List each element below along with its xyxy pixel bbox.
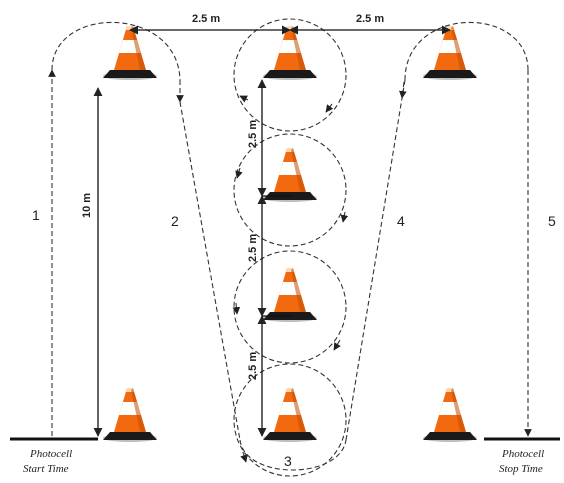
traffic-cone-icon	[423, 26, 477, 80]
path-label-3: 3	[284, 453, 292, 469]
photocell-start-line2: Start Time	[23, 463, 69, 475]
path-segment-2	[179, 101, 241, 441]
traffic-cone-icon	[263, 388, 317, 442]
turn-bottom-middle	[239, 439, 347, 471]
turn-top-left	[51, 21, 181, 81]
slalom-circle-4	[233, 363, 347, 477]
traffic-cone-icon	[103, 388, 157, 442]
cone-bottom-right	[423, 388, 477, 442]
cone-bottom-left	[103, 388, 157, 442]
cone-top-left	[103, 26, 157, 80]
cone-bottom-middle	[263, 388, 317, 442]
distance-label-slalom-2: 2.5 m	[247, 234, 259, 262]
cone-top-middle	[263, 26, 317, 80]
distance-label-slalom-3: 2.5 m	[247, 352, 259, 380]
distance-label-top-left: 2.5 m	[192, 13, 220, 25]
turn-top-right	[404, 21, 529, 81]
arrow-slalom-c	[235, 167, 243, 179]
cone-top-right	[423, 26, 477, 80]
path-label-2: 2	[171, 213, 179, 229]
distance-label-vertical: 10 m	[81, 193, 93, 218]
distance-label-slalom-1: 2.5 m	[247, 120, 259, 148]
traffic-cone-icon	[103, 26, 157, 80]
photocell-stop-line1: Photocell	[501, 448, 544, 460]
cone-slalom-3	[263, 268, 317, 322]
path-label-5: 5	[548, 213, 556, 229]
cone-slalom-2	[263, 148, 317, 202]
photocell-start-line1: Photocell	[29, 448, 72, 460]
traffic-cone-icon	[263, 268, 317, 322]
traffic-cone-icon	[263, 26, 317, 80]
slalom-circle-1	[233, 18, 347, 132]
slalom-circle-3	[233, 250, 347, 364]
path-label-1: 1	[32, 207, 40, 223]
photocell-stop-line2: Stop Time	[499, 463, 543, 475]
arrow-slalom-a	[239, 95, 249, 103]
distance-label-top-right: 2.5 m	[356, 13, 384, 25]
path-segment-4	[345, 79, 406, 441]
path-label-4: 4	[397, 213, 405, 229]
arrow-path-4	[399, 81, 407, 99]
arrow-slalom-e	[232, 302, 241, 315]
traffic-cone-icon	[423, 388, 477, 442]
arrow-slalom-d	[340, 211, 349, 223]
arrow-path-3	[240, 451, 248, 463]
slalom-circle-2	[233, 133, 347, 247]
traffic-cone-icon	[263, 148, 317, 202]
arrow-slalom-b	[325, 103, 334, 113]
arrow-slalom-f	[333, 339, 341, 351]
